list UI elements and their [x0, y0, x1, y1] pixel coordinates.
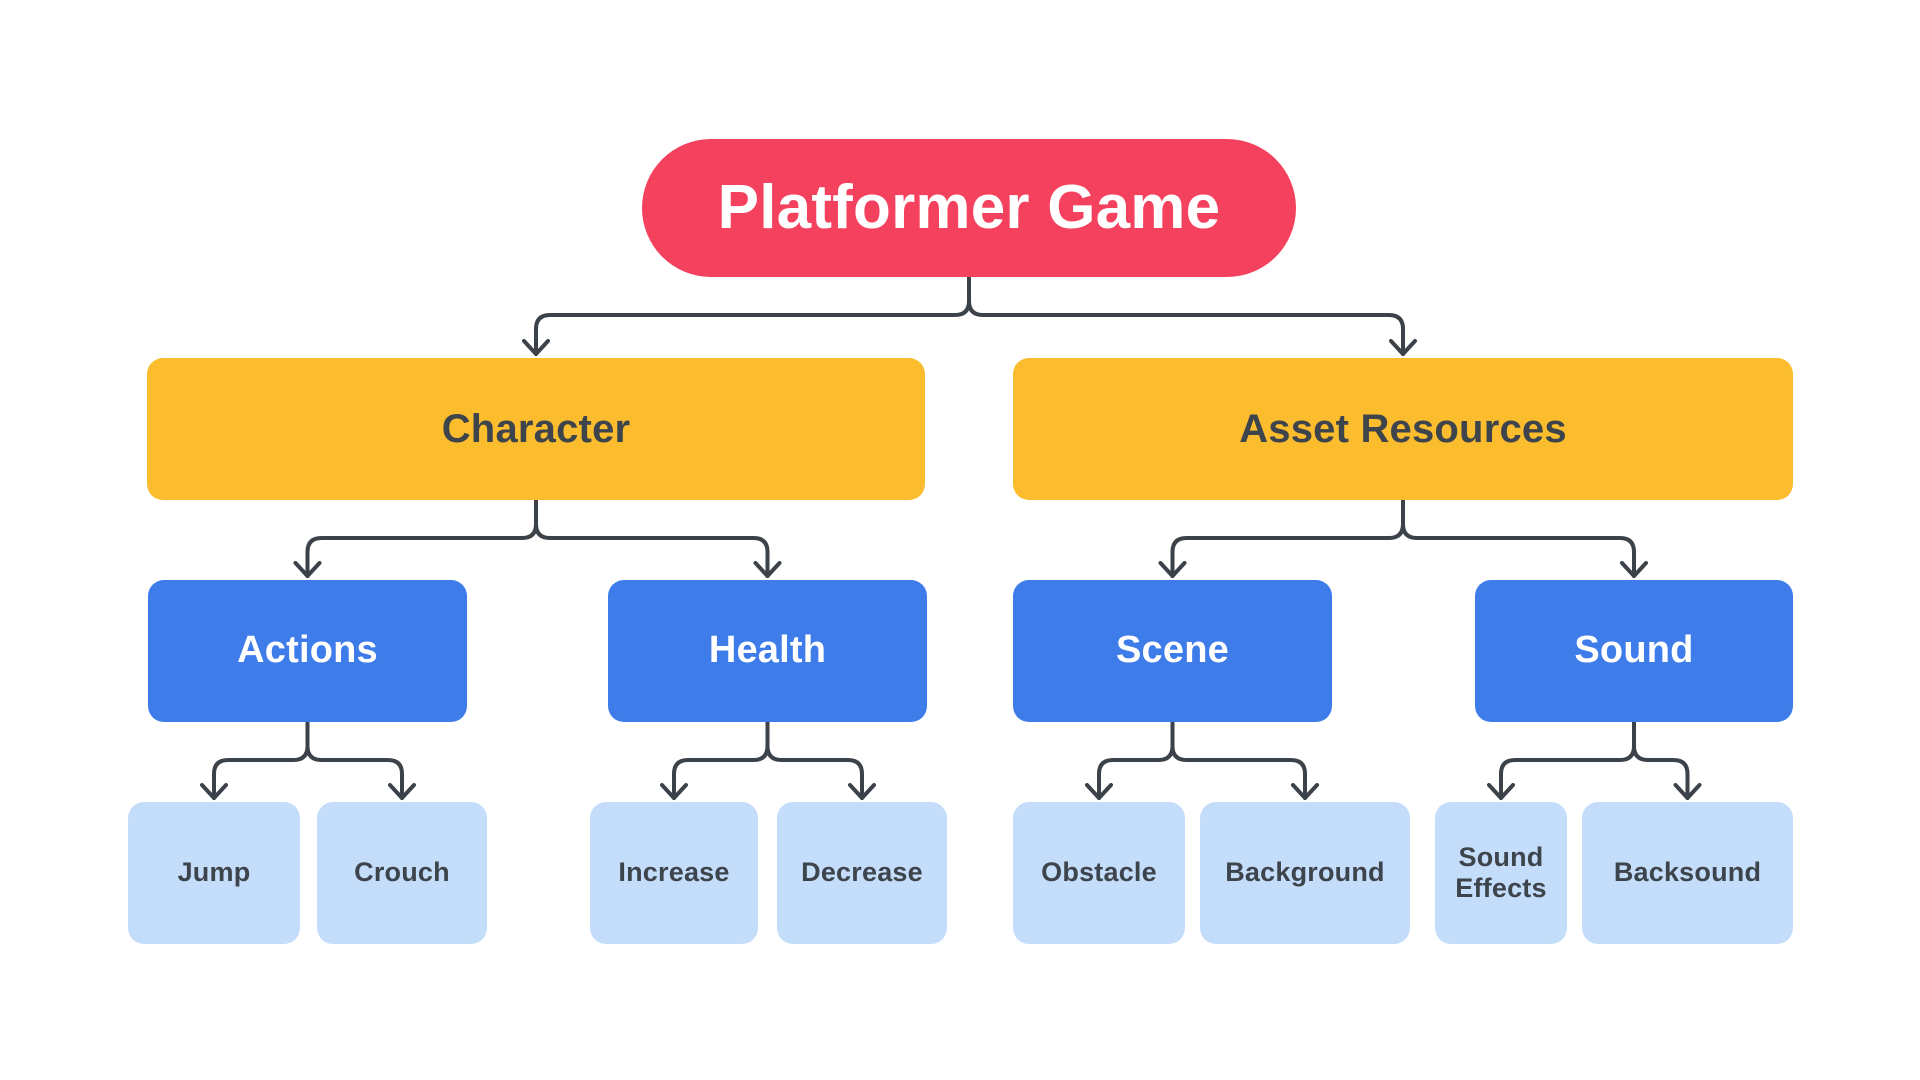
node-platformer-game: Platformer Game: [642, 139, 1296, 277]
node-sound: Sound: [1475, 580, 1793, 722]
node-jump: Jump: [128, 802, 300, 944]
node-sound-effects: Sound Effects: [1435, 802, 1567, 944]
node-background-label: Background: [1225, 857, 1385, 888]
node-backsound-label: Backsound: [1613, 857, 1762, 888]
node-character-label: Character: [441, 407, 631, 451]
node-sound-effects-label: Sound Effects: [1455, 841, 1547, 903]
node-increase-label: Increase: [618, 857, 730, 888]
node-character: Character: [147, 358, 925, 500]
node-platformer-game-label: Platformer Game: [717, 173, 1221, 243]
node-health: Health: [608, 580, 927, 722]
node-scene: Scene: [1013, 580, 1332, 722]
node-actions: Actions: [148, 580, 467, 722]
node-increase: Increase: [590, 802, 758, 944]
node-crouch-label: Crouch: [354, 857, 450, 888]
node-sound-label: Sound: [1574, 629, 1694, 672]
node-scene-label: Scene: [1116, 629, 1229, 672]
node-actions-label: Actions: [237, 629, 378, 672]
node-backsound: Backsound: [1582, 802, 1793, 944]
node-decrease: Decrease: [777, 802, 947, 944]
node-jump-label: Jump: [177, 857, 251, 888]
node-background: Background: [1200, 802, 1410, 944]
node-crouch: Crouch: [317, 802, 487, 944]
node-obstacle: Obstacle: [1013, 802, 1185, 944]
node-asset-resources-label: Asset Resources: [1239, 407, 1567, 451]
node-asset-resources: Asset Resources: [1013, 358, 1793, 500]
node-decrease-label: Decrease: [801, 857, 923, 888]
node-health-label: Health: [708, 629, 827, 672]
node-obstacle-label: Obstacle: [1041, 857, 1157, 888]
